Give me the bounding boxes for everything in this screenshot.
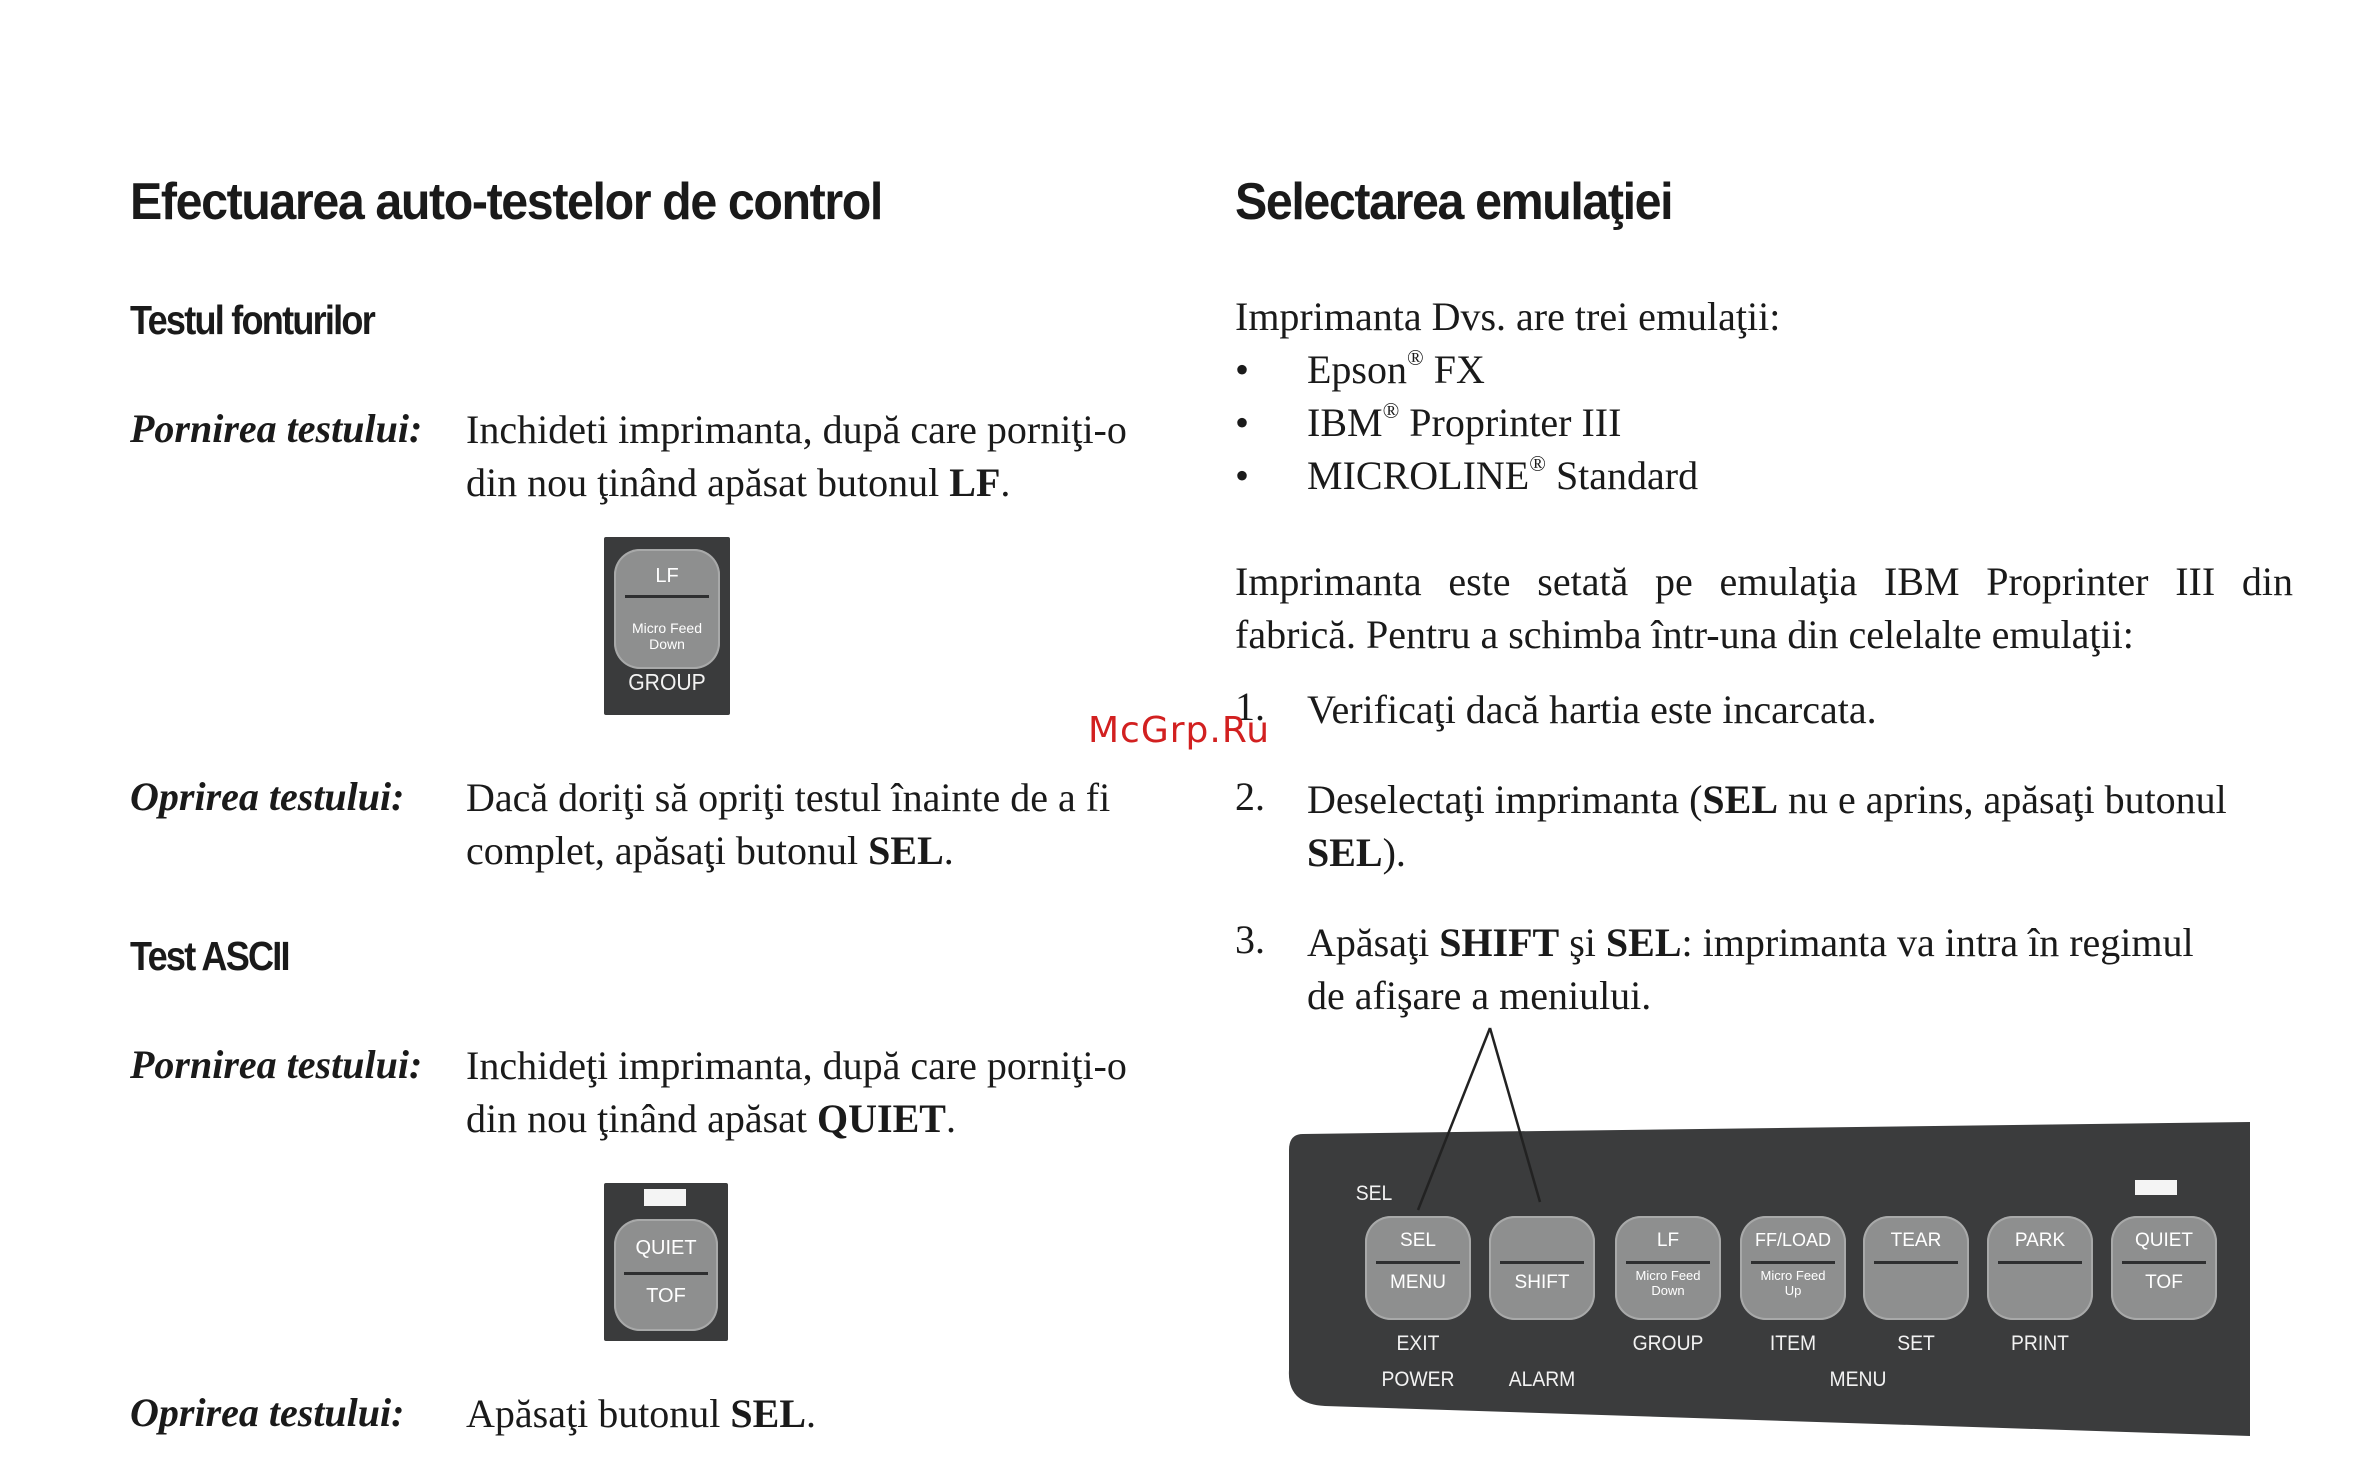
sel-indicator-label: SEL — [1355, 1182, 1393, 1205]
font-test-start-line2: din nou ţinând apăsat butonul LF. — [466, 460, 1011, 505]
font-test-stop-label: Oprirea testului: — [130, 774, 405, 819]
factory-setting-line1: Imprimanta este setată pe emulaţia IBM P… — [1235, 559, 2293, 604]
left-title: Efectuarea auto-testelor de control — [130, 173, 883, 231]
quiet-key-image: QUIET TOF — [604, 1183, 728, 1341]
exit-label: EXIT — [1396, 1332, 1440, 1355]
pointer-arrows — [1416, 1027, 1542, 1211]
step-1: 1. Verificaţi dacă hartia este incarcata… — [1235, 684, 1877, 732]
park-key: PARK — [1987, 1216, 2093, 1320]
ff-load-key: FF/LOAD Micro Feed Up — [1740, 1216, 1846, 1320]
font-test-start-line1: Inchideti imprimanta, după care porniţi-… — [466, 407, 1127, 452]
font-test-stop-line2: complet, apăsaţi butonul SEL. — [466, 828, 954, 873]
print-label: PRINT — [2011, 1332, 2069, 1355]
alarm-label: ALARM — [1508, 1368, 1576, 1391]
bullet-item: •Epson® FX — [1235, 345, 1485, 393]
quiet-indicator-light — [644, 1189, 686, 1206]
quiet-key: QUIET TOF — [614, 1219, 718, 1331]
ascii-test-start-label: Pornirea testului: — [130, 1042, 423, 1087]
quiet-indicator-light — [2135, 1180, 2177, 1195]
printer-control-panel: SEL SEL MENU SHIFT LF Micro Feed Down FF… — [1285, 1120, 2255, 1440]
bullet-item: •IBM® Proprinter III — [1235, 398, 1622, 446]
font-test-heading: Testul fonturilor — [130, 297, 376, 343]
item-label: ITEM — [1769, 1332, 1817, 1355]
pointer-to-sel — [1416, 1027, 1492, 1211]
power-label: POWER — [1381, 1368, 1455, 1391]
tear-key: TEAR — [1863, 1216, 1969, 1320]
group-label: GROUP — [1632, 1332, 1704, 1355]
watermark: McGrp.Ru — [1088, 710, 1271, 751]
lf-key: LF Micro Feed Down — [1615, 1216, 1721, 1320]
font-test-start-label: Pornirea testului: — [130, 406, 423, 451]
ascii-test-start-line2: din nou ţinând apăsat QUIET. — [466, 1096, 956, 1141]
factory-setting-line2: fabrică. Pentru a schimba într-una din c… — [1235, 612, 2134, 657]
ascii-test-stop-label: Oprirea testului: — [130, 1390, 405, 1435]
emulation-intro: Imprimanta Dvs. are trei emulaţii: — [1235, 294, 1781, 339]
bullet-item: •MICROLINE® Standard — [1235, 451, 1699, 499]
ascii-test-stop-text: Apăsaţi butonul SEL. — [466, 1391, 817, 1436]
set-label: SET — [1897, 1332, 1935, 1355]
step-3: 3. Apăsaţi SHIFT şi SEL: imprimanta va i… — [1235, 917, 2194, 1018]
menu-label: MENU — [1829, 1368, 1887, 1391]
quiet-tof-key: QUIET TOF — [2111, 1216, 2217, 1320]
pointer-to-shift — [1488, 1027, 1542, 1203]
ascii-test-heading: Test ASCII — [130, 933, 291, 979]
font-test-stop-line1: Dacă doriţi să opriţi testul înainte de … — [466, 775, 1111, 820]
right-title: Selectarea emulaţiei — [1235, 173, 1674, 231]
lf-key-image: LF Micro Feed Down GROUP — [604, 537, 730, 715]
ascii-test-start-line1: Inchideţi imprimanta, după care porniţi-… — [466, 1043, 1127, 1088]
shift-key: SHIFT — [1489, 1216, 1595, 1320]
group-label: GROUP — [628, 669, 706, 695]
lf-key: LF Micro Feed Down — [614, 549, 720, 669]
step-2: 2. Deselectaţi imprimanta (SEL nu e apri… — [1235, 774, 2227, 875]
sel-menu-key: SEL MENU — [1365, 1216, 1471, 1320]
